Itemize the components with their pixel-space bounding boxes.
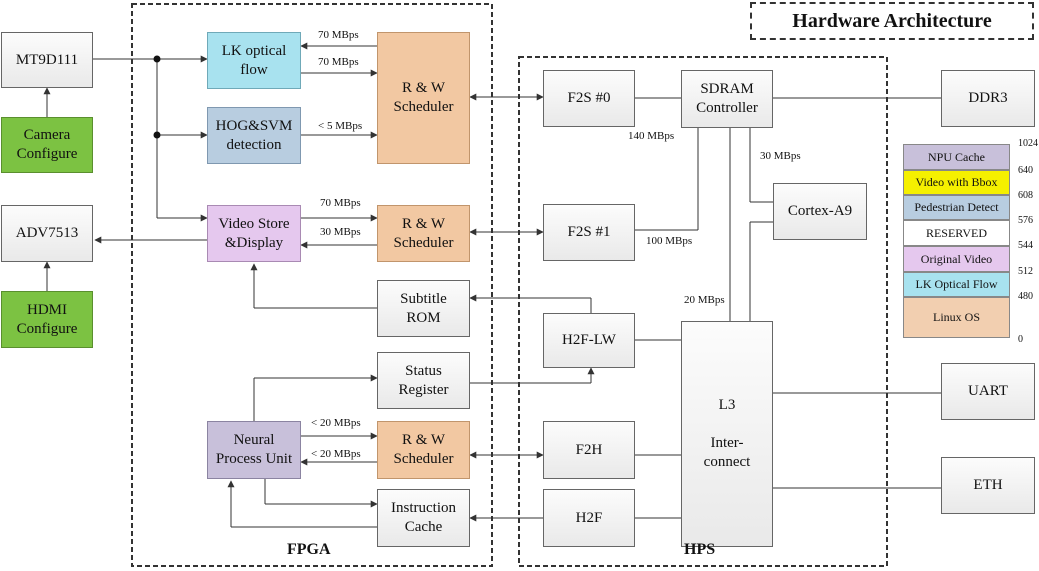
npu-block: Neural Process Unit [207,421,301,479]
rw-scheduler-1-block: R & W Scheduler [377,32,470,164]
memory-region: LK Optical Flow [903,272,1010,297]
bw-f2s1: 100 MBps [646,235,693,247]
l3-interconnect-block: L3 Inter- connect [681,321,773,547]
sdram-controller-block: SDRAM Controller [681,70,773,128]
mt9d111-block: MT9D111 [1,32,93,88]
memory-region: NPU Cache [903,144,1010,170]
bw-lk-read: 70 MBps [318,29,359,41]
memory-region: RESERVED [903,220,1010,246]
lk-optical-flow-block: LK optical flow [207,32,301,89]
cortex-a9-block: Cortex-A9 [773,183,867,240]
uart-block: UART [941,363,1035,420]
memory-address: 544 [1018,240,1033,251]
memory-address: 608 [1018,190,1033,201]
bw-l3: 20 MBps [684,294,725,306]
bw-lk-write: 70 MBps [318,56,359,68]
memory-address: 0 [1018,334,1023,345]
f2h-block: F2H [543,421,635,479]
memory-region: Video with Bbox [903,170,1010,195]
subtitle-rom-block: Subtitle ROM [377,280,470,337]
memory-region: Original Video [903,246,1010,272]
memory-region: Linux OS [903,297,1010,338]
f2s0-block: F2S #0 [543,70,635,127]
memory-address: 480 [1018,291,1033,302]
hdmi-configure-block: HDMI Configure [1,291,93,348]
memory-address: 1024 [1018,138,1038,149]
eth-block: ETH [941,457,1035,514]
bw-npu-1: < 20 MBps [311,417,361,429]
bw-hog: < 5 MBps [318,120,363,132]
bw-cortex: 30 MBps [760,150,801,162]
memory-region: Pedestrian Detect [903,195,1010,220]
hps-region [518,56,888,567]
adv7513-block: ADV7513 [1,205,93,262]
instruction-cache-block: Instruction Cache [377,489,470,547]
fpga-region [131,3,493,567]
memory-address: 576 [1018,215,1033,226]
bw-npu-2: < 20 MBps [311,448,361,460]
bw-f2s0: 140 MBps [628,130,675,142]
h2f-block: H2F [543,489,635,547]
memory-address: 512 [1018,266,1033,277]
diagram-title: Hardware Architecture [750,2,1034,40]
f2s1-block: F2S #1 [543,204,635,261]
bw-vs-write: 70 MBps [320,197,361,209]
rw-scheduler-2-block: R & W Scheduler [377,205,470,262]
fpga-label: FPGA [287,541,331,558]
rw-scheduler-3-block: R & W Scheduler [377,421,470,479]
bw-vs-read: 30 MBps [320,226,361,238]
h2f-lw-block: H2F-LW [543,313,635,368]
status-register-block: Status Register [377,352,470,409]
memory-address: 640 [1018,165,1033,176]
hps-label: HPS [684,541,716,558]
ddr3-block: DDR3 [941,70,1035,127]
video-store-block: Video Store &Display [207,205,301,262]
hog-svm-block: HOG&SVM detection [207,107,301,164]
camera-configure-block: Camera Configure [1,117,93,173]
